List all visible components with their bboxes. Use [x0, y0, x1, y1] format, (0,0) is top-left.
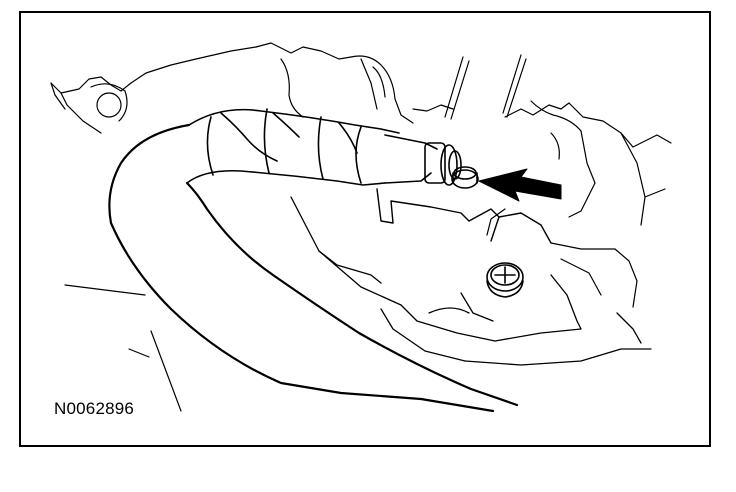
mounting-bracket	[376, 188, 552, 244]
engine-illustration	[50, 42, 672, 413]
filler-cap	[486, 262, 524, 298]
arrow-left-icon	[478, 168, 562, 202]
engine-right-side	[486, 100, 672, 308]
bolt-icon	[451, 166, 479, 189]
cable-inner-line	[185, 181, 519, 407]
hose-assembly	[186, 108, 438, 186]
leader-lines	[64, 284, 182, 412]
lower-casting	[290, 196, 652, 366]
engine-background	[255, 42, 527, 124]
illustration-frame: N0062896	[19, 11, 711, 447]
hose-fitting	[424, 142, 462, 186]
housing-left-bracket	[50, 46, 257, 134]
figure-reference-code: N0062896	[54, 399, 135, 418]
mounting-hole	[96, 92, 122, 118]
cable-loop	[108, 123, 495, 413]
